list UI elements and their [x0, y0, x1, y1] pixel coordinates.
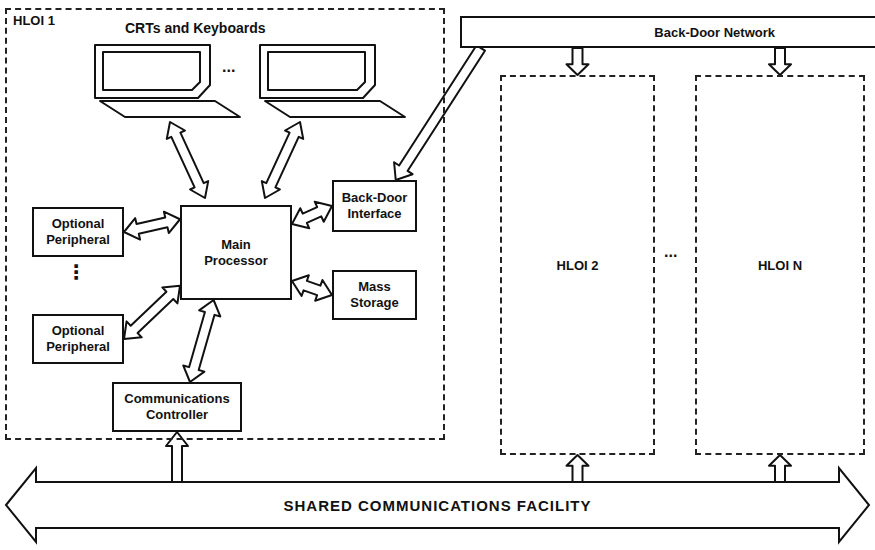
node-text: SHARED COMMUNICATIONS FACILITY — [283, 497, 591, 514]
connector-arrow — [292, 202, 332, 229]
group-label: CRTs and Keyboards — [125, 20, 266, 36]
node-text: Communications Controller — [120, 391, 234, 422]
connector-arrow — [124, 212, 180, 240]
keyboard — [100, 101, 240, 117]
network-band: Back-Door Network — [460, 16, 875, 48]
crt-screen — [103, 52, 200, 90]
double-arrow-outline — [6, 468, 869, 542]
node-text: Mass Storage — [340, 279, 409, 310]
node-text: Back-Door Network — [654, 25, 775, 40]
connector-arrow — [183, 300, 220, 382]
node-text: Main Processor — [188, 237, 284, 268]
host-boundary: HLOI 2 — [500, 75, 655, 455]
connector-arrow — [124, 286, 180, 339]
crt-monitor — [260, 45, 375, 98]
node-text: Optional Peripheral — [40, 323, 116, 354]
ellipsis: ... — [222, 58, 235, 76]
terminal-arrow — [262, 122, 303, 198]
host-boundary: HLOI N — [695, 75, 865, 455]
storage-box: Mass Storage — [332, 270, 417, 320]
peripheral-box: Optional Peripheral — [32, 314, 124, 364]
crt-screen — [268, 52, 365, 90]
facility-band: SHARED COMMUNICATIONS FACILITY — [0, 482, 875, 528]
node-text: Back-Door Interface — [340, 190, 409, 221]
crt-monitor — [95, 45, 210, 98]
node-text: HLOI 2 — [557, 258, 599, 273]
ellipsis: ⋮ — [66, 260, 86, 284]
ellipsis: ... — [664, 243, 677, 261]
interface-box: Back-Door Interface — [332, 180, 417, 232]
processor-box: Main Processor — [180, 205, 292, 300]
node-text: Optional Peripheral — [40, 216, 116, 247]
connector-arrow — [769, 48, 791, 75]
connector-arrow — [769, 455, 791, 482]
terminal-arrow — [167, 122, 208, 198]
controller-box: Communications Controller — [112, 382, 242, 432]
connector-arrow — [567, 48, 589, 75]
connector-arrow — [567, 455, 589, 482]
peripheral-box: Optional Peripheral — [32, 207, 124, 257]
connector-arrow — [394, 45, 485, 180]
connector-arrow — [292, 275, 332, 301]
keyboard — [265, 101, 405, 117]
node-text: HLOI N — [758, 258, 802, 273]
